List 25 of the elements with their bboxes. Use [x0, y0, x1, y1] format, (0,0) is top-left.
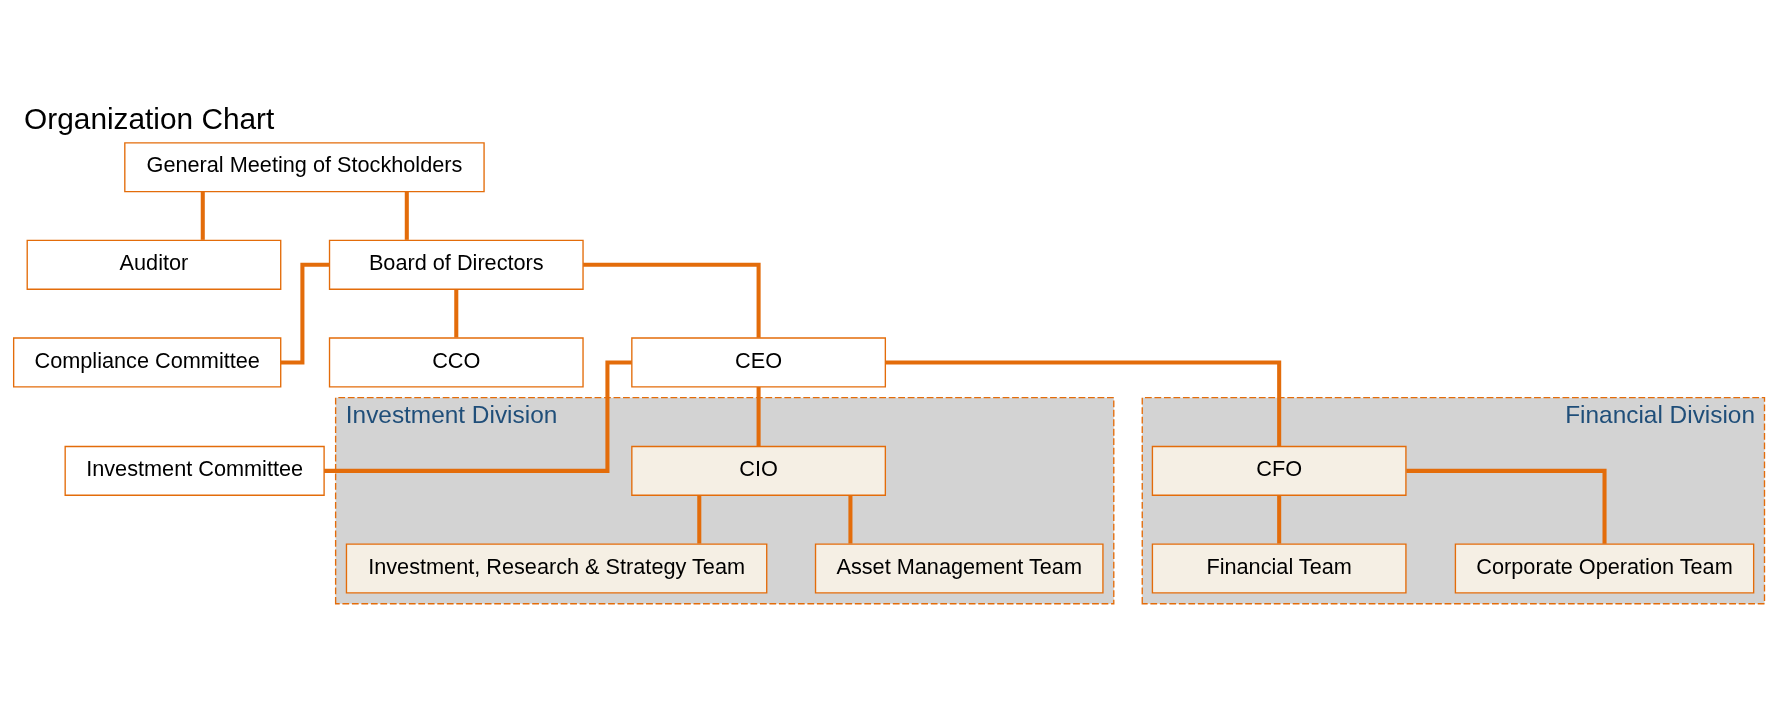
connector	[885, 360, 1282, 447]
node-box: Investment, Research & Strategy Team	[345, 543, 768, 594]
node-box: CEO	[631, 337, 887, 388]
node-box: General Meeting of Stockholders	[124, 142, 485, 193]
node-box: Investment Committee	[64, 445, 325, 496]
node-box: Compliance Committee	[12, 337, 282, 388]
node-box: CCO	[328, 337, 584, 388]
connector	[1406, 468, 1607, 544]
node-box: Asset Management Team	[814, 543, 1104, 594]
connector	[200, 191, 205, 240]
connector	[454, 289, 459, 338]
connector	[324, 360, 632, 473]
node-box: Auditor	[26, 239, 282, 290]
node-box: CFO	[1151, 445, 1407, 496]
node-box: CIO	[631, 445, 887, 496]
diagram-title: Organization Chart	[24, 101, 275, 135]
connector	[404, 191, 409, 240]
connector	[583, 262, 761, 338]
connector	[848, 495, 853, 544]
node-box: Corporate Operation Team	[1454, 543, 1755, 594]
connector	[697, 495, 702, 544]
connector	[1277, 495, 1282, 544]
node-box: Board of Directors	[328, 239, 584, 290]
node-box: Financial Team	[1151, 543, 1407, 594]
connector	[756, 387, 761, 447]
